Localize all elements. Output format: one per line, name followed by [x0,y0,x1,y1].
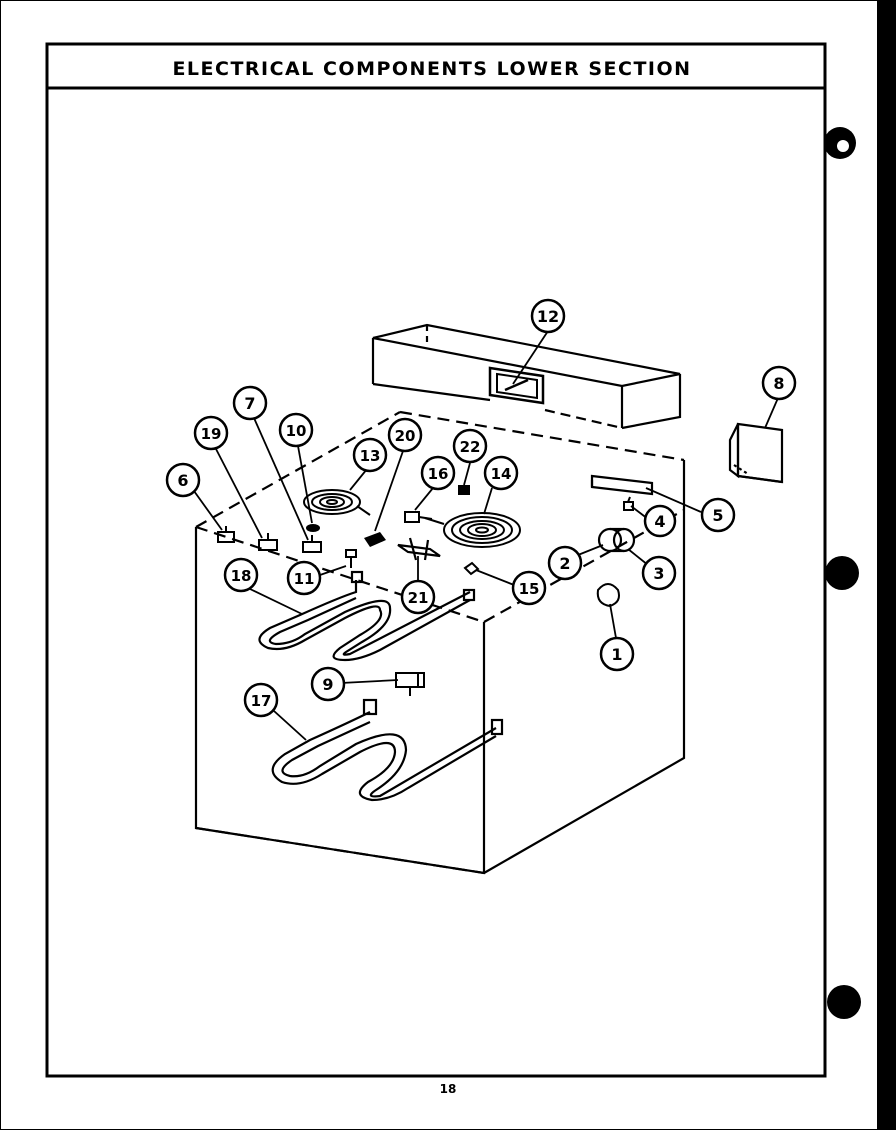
switch-19 [258,533,278,551]
callout-9-label: 9 [322,675,333,694]
callout-8-label: 8 [773,374,784,393]
callout-2-label: 2 [559,554,570,573]
callout-2: 2 [547,545,583,581]
callout-5-label: 5 [712,506,723,525]
callout-1: 1 [599,636,635,672]
callout-21: 21 [400,579,436,615]
callout-6: 6 [165,462,201,498]
callout-21-label: 21 [408,589,429,607]
scan-edge-strip [878,0,896,1130]
indicator-10 [306,524,320,532]
small-surface-element [303,489,371,516]
light-11 [345,549,357,568]
element-receptacle [404,511,433,523]
callout-8: 8 [761,365,797,401]
callout-4: 4 [643,504,677,538]
callout-5: 5 [700,497,736,533]
callout-9: 9 [310,666,346,702]
sensor-part [364,532,386,547]
callout-12: 12 [530,298,566,334]
callout-22-label: 22 [460,438,481,456]
callout-19-label: 19 [201,425,222,443]
callout-11-label: 11 [294,570,315,588]
switch-6 [217,526,235,543]
broil-element-18 [258,570,476,662]
callout-20-label: 20 [395,427,416,445]
page-frame [45,42,827,1078]
outer-border [0,0,879,1131]
callout-14: 14 [483,455,519,491]
binder-hole-3 [827,985,861,1019]
callout-22: 22 [452,428,488,464]
callout-4-label: 4 [654,512,665,531]
callout-15-label: 15 [519,580,540,598]
large-surface-element [424,512,521,548]
terminal-block-5 [590,474,654,496]
switch-7 [302,535,322,553]
valve-9 [395,672,425,696]
callout-17: 17 [243,682,279,718]
callout-11: 11 [286,560,322,596]
callout-6-label: 6 [177,471,188,490]
terminal-15 [463,561,480,576]
callout-18-label: 18 [231,567,252,585]
small-clip-part [458,485,470,495]
callout-10-label: 10 [286,422,307,440]
callout-17-label: 17 [251,692,272,710]
thermostat-2-3 [597,527,636,553]
callout-19: 19 [193,415,229,451]
callout-7-label: 7 [244,394,255,413]
callout-14-label: 14 [491,465,512,483]
callout-10: 10 [278,412,314,448]
callout-16-label: 16 [428,465,449,483]
callout-16: 16 [420,455,456,491]
callout-18: 18 [223,557,259,593]
backguard-panel [371,323,682,430]
callout-7: 7 [232,385,268,421]
callout-13-label: 13 [360,447,381,465]
callout-13: 13 [352,437,388,473]
clip-4 [623,496,634,511]
page-number: 18 [439,1082,457,1096]
callout-1-label: 1 [611,645,622,664]
callout-3: 3 [641,555,677,591]
callout-20: 20 [387,417,423,453]
cover-1 [596,583,620,608]
callouts: 12 8 7 10 19 20 22 13 16 14 6 5 4 2 3 18… [165,298,797,718]
callout-15: 15 [511,570,547,606]
bake-element-17 [271,698,504,802]
callout-12-label: 12 [537,307,559,326]
binder-hole-2 [825,556,859,590]
callout-3-label: 3 [653,564,664,583]
bracket-part [397,537,441,561]
clock-timer-part [488,366,545,405]
control-box-8 [728,422,784,484]
binder-hole-1-highlight [837,140,849,152]
page-title: ELECTRICAL COMPONENTS LOWER SECTION [172,58,692,80]
